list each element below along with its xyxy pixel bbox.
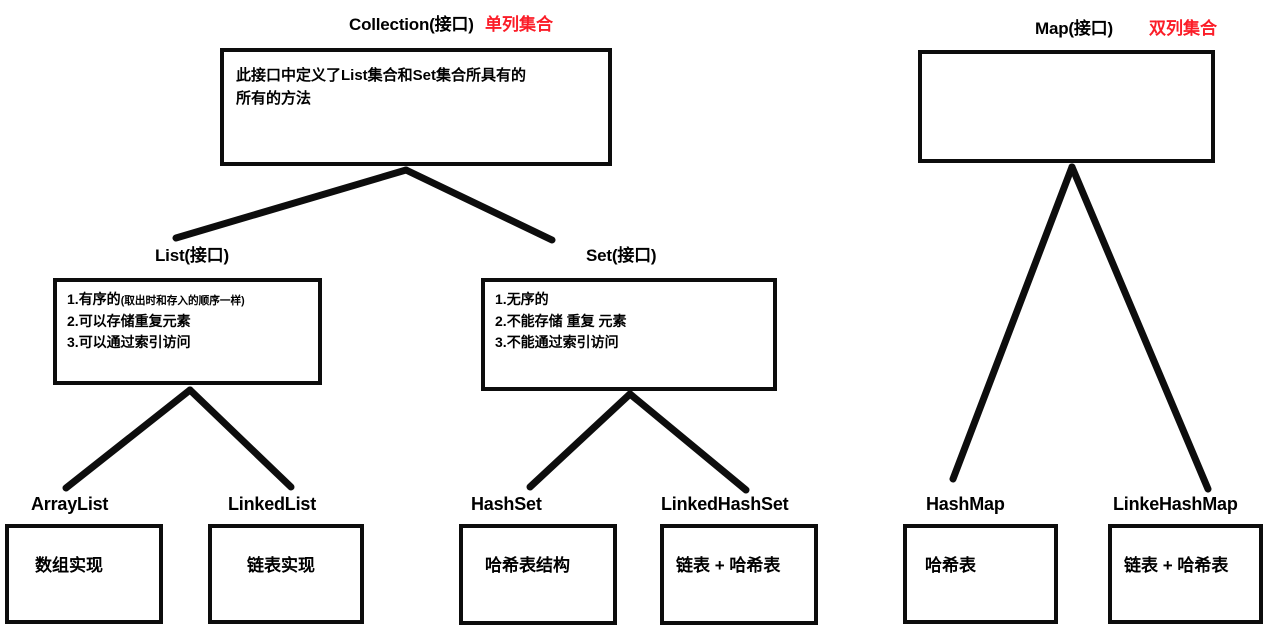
map-box xyxy=(918,50,1215,163)
set-item-2-main: 不能存储 重复 元素 xyxy=(506,312,627,329)
linkehashmap-box: 链表 + 哈希表 xyxy=(1108,524,1263,624)
list-item-2-main: 可以存储重复元素 xyxy=(78,312,191,329)
edge-collection-to-set xyxy=(402,166,556,244)
list-item-3-num: 3. xyxy=(67,334,79,351)
arraylist-title: ArrayList xyxy=(31,494,109,514)
linkedlist-title: LinkedList xyxy=(228,494,317,514)
edge-list-to-arraylist xyxy=(62,386,194,492)
list-item-1-num: 1. xyxy=(67,291,79,307)
list-box-body: 1.有序的(取出时和存入的顺序一样) 2.可以存储重复元素 3.可以通过索引访问 xyxy=(57,282,318,381)
hashset-title: HashSet xyxy=(471,494,542,514)
set-item-1-num: 1. xyxy=(495,291,507,307)
list-item-1: 1.有序的(取出时和存入的顺序一样) xyxy=(67,289,306,311)
linkedlist-box: 链表实现 xyxy=(208,524,364,624)
linkedhashset-box: 链表 + 哈希表 xyxy=(660,524,818,625)
edge-map-to-linkehashmap xyxy=(1068,163,1212,493)
linkedhashset-title: LinkedHashSet xyxy=(661,494,789,514)
hashmap-body: 哈希表 xyxy=(925,556,976,575)
hashmap-box: 哈希表 xyxy=(903,524,1058,624)
list-item-1-detail: (取出时和存入的顺序一样) xyxy=(120,295,245,307)
edge-set-to-hashset xyxy=(526,390,634,491)
set-item-3: 3.不能通过索引访问 xyxy=(495,332,761,354)
list-item-2: 2.可以存储重复元素 xyxy=(67,311,306,333)
set-item-3-num: 3. xyxy=(495,334,507,351)
linkehashmap-body: 链表 + 哈希表 xyxy=(1124,556,1229,575)
linkedhashset-body: 链表 + 哈希表 xyxy=(676,556,781,575)
collection-body-line-1: 此接口中定义了List集合和Set集合所具有的 xyxy=(236,67,527,84)
collection-box-body: 此接口中定义了List集合和Set集合所具有的 所有的方法 xyxy=(224,52,608,162)
list-box: 1.有序的(取出时和存入的顺序一样) 2.可以存储重复元素 3.可以通过索引访问 xyxy=(53,278,322,385)
collection-title: Collection(接口) xyxy=(349,15,474,34)
arraylist-box: 数组实现 xyxy=(5,524,163,624)
map-tag-label: 双列集合 xyxy=(1149,19,1217,38)
hashset-body: 哈希表结构 xyxy=(485,556,570,575)
map-title: Map(接口) xyxy=(1035,19,1113,38)
set-item-2-num: 2. xyxy=(495,312,507,329)
edge-list-to-linkedlist xyxy=(186,386,295,491)
set-item-1: 1.无序的 xyxy=(495,289,761,311)
list-item-3: 3.可以通过索引访问 xyxy=(67,332,306,354)
linkehashmap-title: LinkeHashMap xyxy=(1113,494,1238,514)
list-item-1-main: 有序的 xyxy=(78,291,121,307)
collection-box: 此接口中定义了List集合和Set集合所具有的 所有的方法 xyxy=(220,48,612,166)
arraylist-body: 数组实现 xyxy=(35,556,103,575)
set-item-1-main: 无序的 xyxy=(506,291,549,307)
map-box-body xyxy=(922,54,1211,159)
list-item-3-main: 可以通过索引访问 xyxy=(78,334,191,351)
collection-body-line-2: 所有的方法 xyxy=(236,90,312,108)
hashmap-title: HashMap xyxy=(926,494,1005,514)
set-box: 1.无序的 2.不能存储 重复 元素 3.不能通过索引访问 xyxy=(481,278,777,391)
edge-collection-to-list xyxy=(172,166,410,242)
set-item-2: 2.不能存储 重复 元素 xyxy=(495,311,761,333)
list-item-2-num: 2. xyxy=(67,312,79,329)
set-title: Set(接口) xyxy=(586,246,657,265)
edge-map-to-hashmap xyxy=(949,163,1076,483)
set-item-3-main: 不能通过索引访问 xyxy=(506,334,619,351)
collection-tag-label: 单列集合 xyxy=(485,15,553,34)
edge-set-to-linkedhashset xyxy=(626,390,750,494)
linkedlist-body: 链表实现 xyxy=(247,556,315,575)
hashset-box: 哈希表结构 xyxy=(459,524,617,625)
set-box-body: 1.无序的 2.不能存储 重复 元素 3.不能通过索引访问 xyxy=(485,282,773,387)
list-title: List(接口) xyxy=(155,246,229,265)
